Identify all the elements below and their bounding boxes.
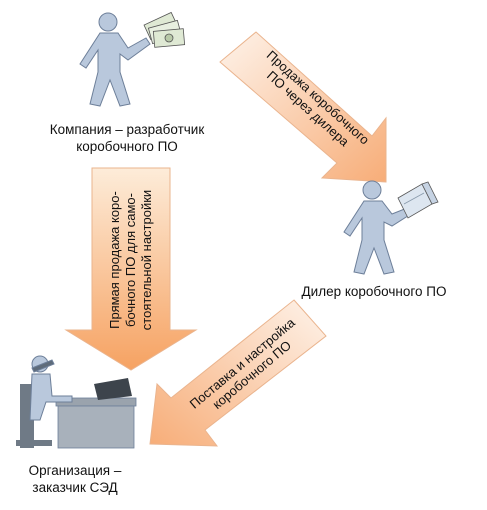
customer-workstation-icon — [16, 355, 137, 449]
dealer-person-icon — [343, 180, 415, 275]
software-box-icon — [397, 181, 439, 219]
arrow-developer-to-customer-line2: бочного ПО для само- — [123, 193, 138, 327]
customer-label-line2: заказчик СЭД — [32, 480, 118, 495]
developer-label-line2: коробочного ПО — [76, 139, 178, 154]
customer-label: Организация – заказчик СЭД — [0, 462, 150, 496]
customer-label-line1: Организация – — [28, 463, 122, 478]
developer-label: Компания – разработчик коробочного ПО — [22, 121, 232, 155]
arrow-developer-to-customer — [64, 167, 198, 371]
arrow-dealer-to-customer — [149, 299, 327, 447]
developer-label-line1: Компания – разработчик — [49, 122, 205, 137]
dealer-label: Дилер коробочного ПО — [286, 283, 462, 300]
developer-person-icon — [79, 12, 151, 107]
arrow-developer-to-dealer — [219, 31, 387, 183]
money-icon — [143, 11, 186, 48]
arrow-developer-to-customer-label: Прямая продажа коро- бочного ПО для само… — [107, 177, 155, 343]
arrow-developer-to-customer-line1: Прямая продажа коро- — [107, 191, 122, 329]
dealer-label-line1: Дилер коробочного ПО — [301, 284, 447, 299]
arrow-developer-to-customer-line3: стоятельной настройки — [139, 189, 154, 331]
